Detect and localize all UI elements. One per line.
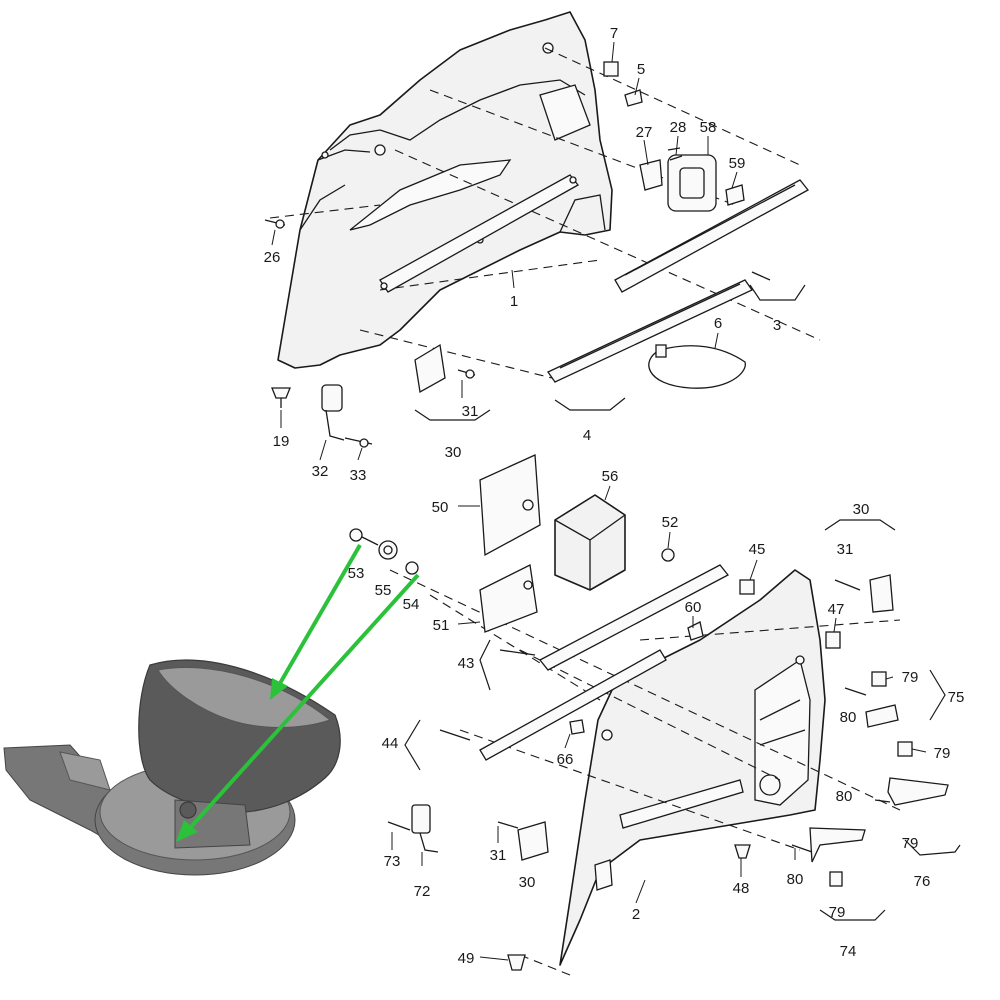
callout-73: 73: [384, 853, 401, 870]
part-4-rail: [547, 279, 753, 383]
part-50-cover: [479, 454, 541, 557]
callout-2: 2: [632, 906, 640, 923]
callout-76: 76: [914, 873, 931, 890]
leader-lines: [271, 41, 927, 961]
callout-58: 58: [700, 119, 717, 136]
callout-1: 1: [510, 293, 518, 310]
part-30-upper-bracket: [414, 343, 476, 394]
callout-4: 4: [583, 427, 591, 444]
callout-79-a: 79: [902, 669, 919, 686]
callout-labels: 7 5 27 28 58 59 26 1 3 6 4 31 19 30 32 3…: [264, 25, 965, 967]
callout-30-right: 30: [853, 501, 870, 518]
part-26-screw: [264, 219, 286, 229]
callout-72: 72: [414, 883, 431, 900]
callout-50: 50: [432, 499, 449, 516]
callout-51: 51: [433, 617, 450, 634]
callout-44: 44: [382, 735, 399, 752]
callout-30-lower: 30: [519, 874, 536, 891]
part-6-strap: [648, 344, 746, 389]
callout-79-d: 79: [829, 904, 846, 921]
callout-74: 74: [840, 943, 857, 960]
callout-28: 28: [670, 119, 687, 136]
callout-32: 32: [312, 463, 329, 480]
callout-43: 43: [458, 655, 475, 672]
callout-30-upper: 30: [445, 444, 462, 461]
arrow-head-2: [176, 820, 198, 842]
part-43-44-rails: [439, 564, 729, 761]
callout-3: 3: [773, 317, 781, 334]
callout-31-lower: 31: [490, 847, 507, 864]
callout-80-b: 80: [836, 788, 853, 805]
upper-trim-panel: [277, 11, 613, 369]
callout-80-a: 80: [840, 709, 857, 726]
grouping-braces: [404, 284, 961, 921]
callout-59: 59: [729, 155, 746, 172]
callout-6: 6: [714, 315, 722, 332]
callout-31-upper: 31: [462, 403, 479, 420]
callout-5: 5: [637, 61, 645, 78]
callout-19: 19: [273, 433, 290, 450]
part-1-rail: [379, 174, 579, 293]
callout-55: 55: [375, 582, 392, 599]
lower-small-parts: [569, 548, 949, 887]
callout-54: 54: [403, 596, 420, 613]
callout-79-c: 79: [902, 835, 919, 852]
callout-53: 53: [348, 565, 365, 582]
lower-dash-lines: [389, 569, 901, 976]
callout-45: 45: [749, 541, 766, 558]
green-arrows: [176, 543, 420, 842]
callout-26: 26: [264, 249, 281, 266]
callout-7: 7: [610, 25, 618, 42]
green-arrow-1: [277, 543, 362, 687]
part-56-box: [554, 494, 626, 591]
green-arrow-2: [188, 573, 420, 830]
callout-56: 56: [602, 468, 619, 485]
upper-clips: [603, 61, 771, 281]
lower-left-parts: [387, 804, 751, 971]
callout-47: 47: [828, 601, 845, 618]
callout-31-right: 31: [837, 541, 854, 558]
part-19-clip: [271, 387, 291, 408]
part-51-cover: [479, 564, 538, 633]
photo-inset-fastener: [3, 659, 341, 876]
callout-33: 33: [350, 467, 367, 484]
part-3-rail: [614, 179, 809, 293]
callout-52: 52: [662, 514, 679, 531]
callout-79-b: 79: [934, 745, 951, 762]
callout-49: 49: [458, 950, 475, 967]
callout-75: 75: [948, 689, 965, 706]
callout-48: 48: [733, 880, 750, 897]
callout-27: 27: [636, 124, 653, 141]
arrow-head-1: [270, 678, 288, 700]
lower-trim-panel: [559, 569, 826, 966]
callout-66: 66: [557, 751, 574, 768]
callout-80-c: 80: [787, 871, 804, 888]
callout-60: 60: [685, 599, 702, 616]
part-32-33-hook: [321, 384, 373, 448]
parts-53-55-54: [349, 528, 419, 575]
